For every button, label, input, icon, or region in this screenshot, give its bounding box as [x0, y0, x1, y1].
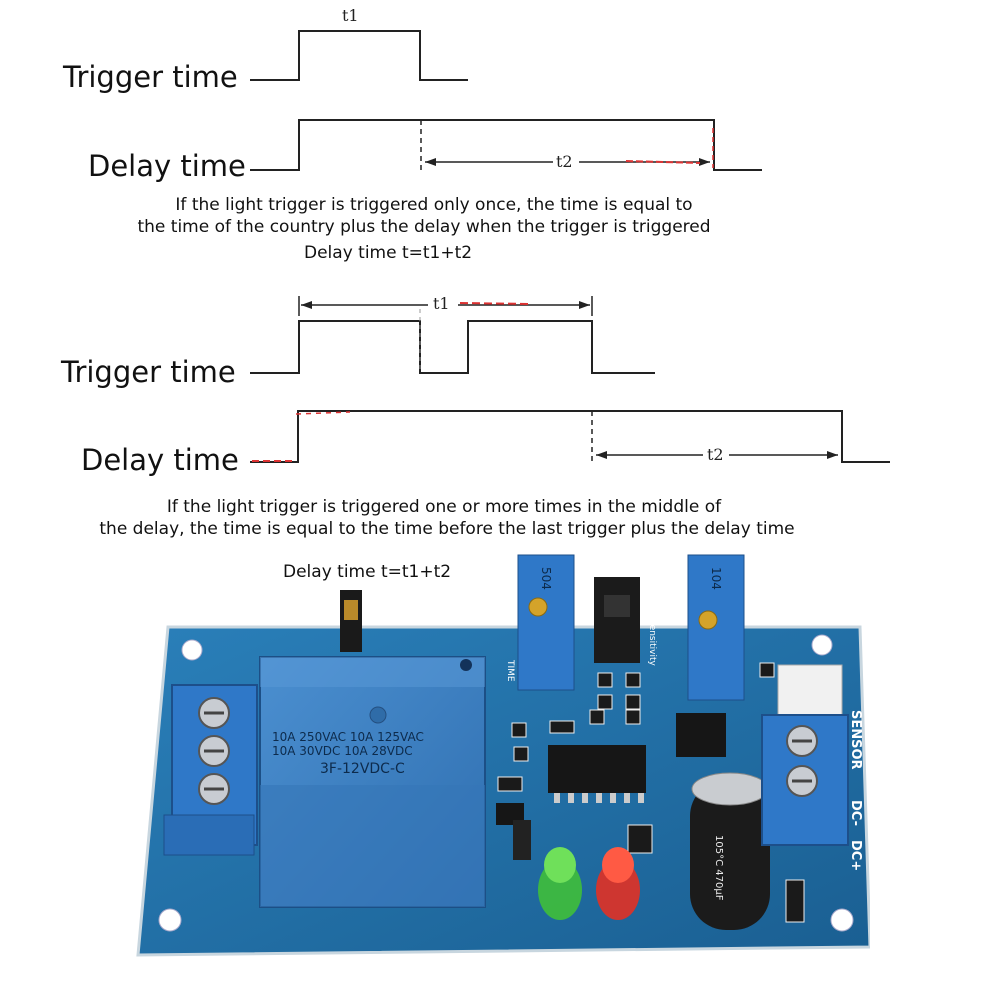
- red-led: [596, 847, 640, 920]
- label-sensor: SENSOR: [848, 710, 863, 770]
- t1-label-1: t1: [342, 6, 359, 25]
- delay-time-label-1: Delay time: [88, 149, 246, 183]
- sensitivity-potentiometer[interactable]: 104: [687, 554, 745, 701]
- mount-hole: [181, 639, 203, 661]
- relay: 10A 250VAC 10A 125VAC 10A 30VDC 10A 28VD…: [259, 656, 486, 908]
- caption-1-line-1: If the light trigger is triggered only o…: [175, 195, 693, 215]
- relay-module-board: 10A 250VAC 10A 125VAC 10A 30VDC 10A 28VD…: [136, 554, 870, 957]
- trigger-time-label-1: Trigger time: [63, 60, 238, 94]
- label-dc-minus: DC-: [848, 800, 863, 826]
- label-time: TIME: [505, 659, 515, 682]
- relay-model: 3F-12VDC-C: [320, 761, 405, 777]
- time-potentiometer[interactable]: 504: [517, 554, 575, 691]
- green-led: [538, 847, 582, 920]
- formula-1: Delay time t=t1+t2: [304, 243, 473, 263]
- red-marks: [625, 160, 701, 164]
- output-terminal-block[interactable]: [163, 684, 258, 856]
- delay-waveform-1: [250, 119, 762, 171]
- t1-label-2: t1: [433, 294, 450, 313]
- label-sensitivity: sensitivity: [647, 620, 657, 667]
- main-ic-chip: [548, 745, 646, 803]
- trigger-waveform-2: [250, 320, 655, 374]
- formula-2: Delay time t=t1+t2: [283, 562, 452, 582]
- capacitor-text: 105°C 470µF: [713, 835, 724, 901]
- jumper-header-left[interactable]: [340, 590, 362, 652]
- relay-rating-line-2: 10A 30VDC 10A 28VDC: [272, 744, 413, 758]
- delay-time-label-2: Delay time: [81, 443, 239, 477]
- sensor-connector[interactable]: [777, 664, 843, 716]
- caption-1-line-2: the time of the country plus the delay w…: [137, 217, 711, 237]
- arrowhead-right: [699, 158, 710, 166]
- pot-right-code: 104: [709, 567, 723, 590]
- transistor: [496, 803, 524, 825]
- secondary-ic-chip: [676, 713, 726, 757]
- t2-label-2: t2: [707, 445, 724, 464]
- trigger-waveform-1: [250, 30, 468, 81]
- t2-label-1: t2: [556, 152, 573, 171]
- caption-2-line-1: If the light trigger is triggered one or…: [166, 497, 722, 517]
- diode: [513, 820, 531, 860]
- timing-diagrams: t1 t2 t1 t2: [250, 6, 890, 464]
- smd-diode: [785, 879, 805, 923]
- relay-rating-line-1: 10A 250VAC 10A 125VAC: [272, 730, 424, 744]
- pot-left-code: 504: [539, 567, 553, 590]
- trigger-time-label-2: Trigger time: [61, 355, 236, 389]
- power-terminal-block[interactable]: [761, 714, 849, 846]
- arrowhead-left: [425, 158, 436, 166]
- caption-2-line-2: the delay, the time is equal to the time…: [99, 519, 795, 539]
- jumper-header-center[interactable]: [594, 577, 640, 663]
- label-dc-plus: DC+: [848, 840, 863, 871]
- electrolytic-capacitor: 105°C 470µF: [690, 772, 770, 930]
